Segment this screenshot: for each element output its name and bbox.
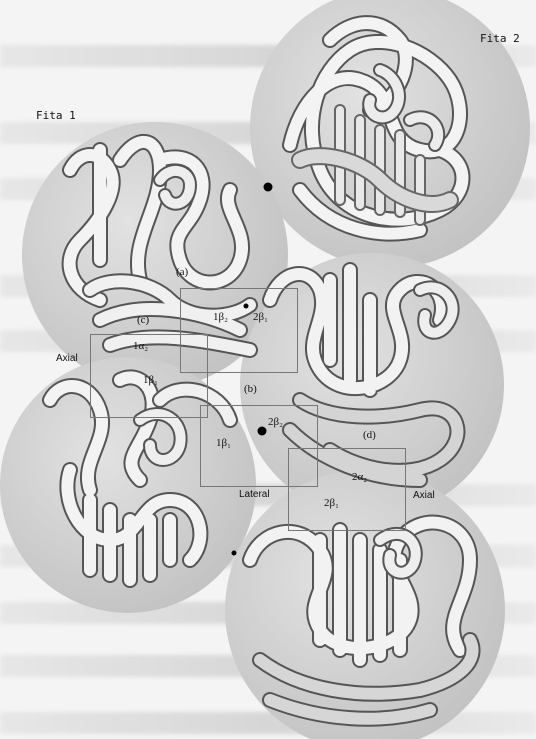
label-2-beta-1-low: 2β₁ bbox=[324, 497, 339, 509]
label-2-alpha-2: 2α₂ bbox=[352, 471, 367, 483]
label-axial-left: Axial bbox=[56, 353, 78, 364]
contact-point bbox=[232, 551, 237, 556]
contact-point bbox=[244, 304, 249, 309]
label-d: (d) bbox=[363, 429, 376, 441]
strand-1-label: Fita 1 bbox=[36, 109, 76, 122]
contact-point bbox=[258, 427, 267, 436]
label-1-alpha-2: 1α₂ bbox=[133, 340, 148, 352]
label-b: (b) bbox=[244, 383, 257, 395]
contact-box-axial-right bbox=[288, 448, 406, 531]
label-1-beta-1-mid: 1β₁ bbox=[216, 437, 231, 449]
label-lateral: Lateral bbox=[239, 489, 270, 500]
label-1-beta-2: 1β₂ bbox=[213, 311, 228, 323]
label-axial-right: Axial bbox=[413, 490, 435, 501]
label-c: (c) bbox=[137, 314, 149, 326]
strand-2-label: Fita 2 bbox=[480, 32, 520, 45]
contact-point bbox=[264, 183, 273, 192]
label-1-beta-1-left: 1β₁ bbox=[143, 374, 158, 386]
label-2-beta-2: 2β₂ bbox=[268, 416, 283, 428]
label-2-beta-1: 2β₁ bbox=[253, 311, 268, 323]
label-a: (a) bbox=[176, 266, 188, 278]
